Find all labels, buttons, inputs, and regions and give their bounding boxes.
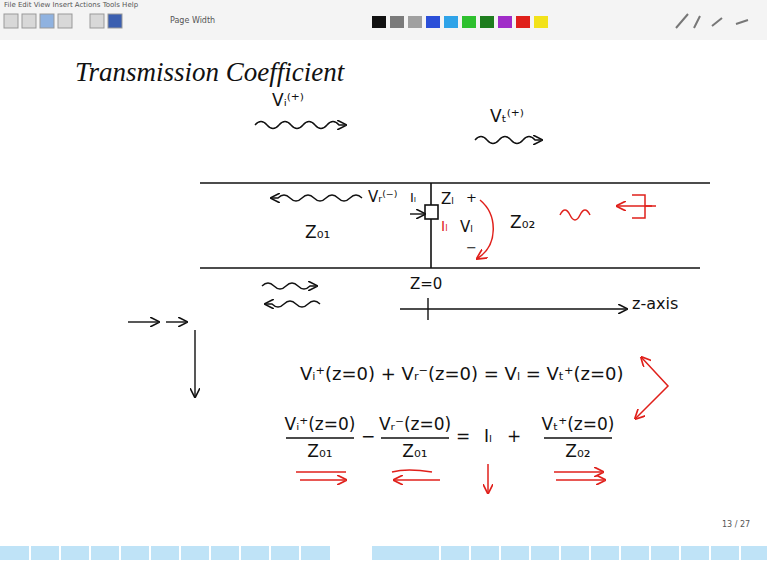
red-annotations bbox=[395, 479, 440, 481]
operator: = bbox=[456, 426, 470, 446]
red-annotations bbox=[296, 471, 346, 473]
toolbar bbox=[40, 14, 54, 28]
transmission-line bbox=[200, 183, 710, 268]
impedance-name: Z₀₂ bbox=[510, 212, 535, 232]
side-scribble bbox=[166, 321, 186, 322]
toolbar bbox=[408, 16, 422, 28]
fraction-denominator: Z₀₂ bbox=[565, 441, 590, 461]
transmission-line bbox=[425, 205, 438, 219]
bottom-bar bbox=[30, 546, 740, 560]
red-annotations bbox=[478, 200, 493, 258]
signal-name: Vᵣ⁽⁻⁾ bbox=[368, 188, 397, 206]
operator: − bbox=[361, 426, 375, 446]
toolbar bbox=[58, 14, 72, 28]
page-number: 13 / 27 bbox=[722, 520, 750, 530]
red-annotations bbox=[556, 479, 604, 481]
signal-name: Vᵢ⁽⁺⁾ bbox=[272, 90, 304, 110]
toolbar bbox=[372, 16, 386, 28]
toolbar bbox=[90, 14, 104, 28]
fraction-bars bbox=[286, 437, 612, 438]
zoom-menu: Page Width bbox=[170, 16, 215, 26]
toolbar bbox=[462, 16, 476, 28]
bottom-bar bbox=[0, 546, 767, 560]
toolbar bbox=[108, 14, 122, 28]
transmission-line bbox=[430, 183, 432, 268]
current-name: Iₗ bbox=[441, 218, 447, 235]
fraction-numerator: Vᵢ⁺(z=0) bbox=[285, 414, 356, 434]
red-annotations bbox=[560, 210, 590, 220]
fraction-denominator: Z₀₁ bbox=[307, 441, 332, 461]
current-name: Iₗ bbox=[484, 426, 492, 446]
side-scribble bbox=[128, 322, 195, 396]
z-axis bbox=[400, 298, 626, 320]
toolbar bbox=[516, 16, 530, 28]
wave-arrows bbox=[410, 213, 424, 214]
toolbar bbox=[676, 14, 748, 28]
wave-arrows bbox=[475, 137, 541, 144]
toolbar bbox=[498, 16, 512, 28]
transmission-line bbox=[200, 267, 700, 269]
polarity-sign: + bbox=[466, 190, 477, 206]
polarity-sign: − bbox=[466, 240, 477, 256]
wave-arrows bbox=[262, 283, 316, 289]
slide-title: Transmission Coefficient bbox=[75, 56, 344, 88]
side-scribble bbox=[128, 321, 158, 322]
signal-name: Vₜ⁽⁺⁾ bbox=[490, 106, 524, 126]
toolbar bbox=[444, 16, 458, 28]
z-axis bbox=[400, 308, 626, 309]
toolbar bbox=[22, 14, 36, 28]
toolbar bbox=[0, 0, 767, 40]
position-label: Z=0 bbox=[410, 275, 442, 293]
menu-bar: File Edit View Insert Actions Tools Help bbox=[4, 1, 138, 9]
operator: + bbox=[507, 426, 521, 446]
toolbar bbox=[480, 16, 494, 28]
toolbar bbox=[390, 16, 404, 28]
red-annotations bbox=[296, 195, 668, 492]
impedance-name: Z₀₁ bbox=[305, 222, 330, 242]
wave-arrows bbox=[255, 122, 345, 129]
bottom-bar bbox=[372, 546, 767, 560]
wave-arrows bbox=[255, 122, 541, 308]
axis-label: z-axis bbox=[632, 294, 678, 313]
voltage-name: Vₗ bbox=[460, 218, 473, 236]
red-annotations bbox=[632, 195, 656, 218]
fraction-numerator: Vᵣ⁻(z=0) bbox=[379, 414, 451, 434]
impedance-name: Zₗ bbox=[441, 190, 454, 208]
fraction-denominator: Z₀₁ bbox=[402, 441, 427, 461]
toolbar bbox=[4, 14, 18, 28]
toolbar bbox=[0, 0, 767, 40]
equation: Vᵢ⁺(z=0) + Vᵣ⁻(z=0) = Vₗ = Vₜ⁺(z=0) bbox=[300, 363, 624, 385]
fraction-bars bbox=[286, 437, 612, 438]
bottom-bar bbox=[0, 546, 330, 560]
wave-arrows bbox=[266, 301, 320, 307]
toolbar bbox=[426, 16, 440, 28]
red-annotations bbox=[487, 464, 489, 492]
wave-arrows bbox=[272, 195, 362, 201]
red-annotations bbox=[392, 470, 432, 472]
red-annotations bbox=[300, 479, 345, 481]
red-annotations bbox=[554, 471, 602, 473]
red-annotations bbox=[636, 358, 668, 418]
fraction-numerator: Vₜ⁺(z=0) bbox=[542, 414, 615, 434]
transmission-line bbox=[200, 182, 710, 184]
toolbar bbox=[534, 16, 548, 28]
current-name: Iₗ bbox=[410, 190, 416, 206]
side-scribble bbox=[194, 330, 195, 396]
